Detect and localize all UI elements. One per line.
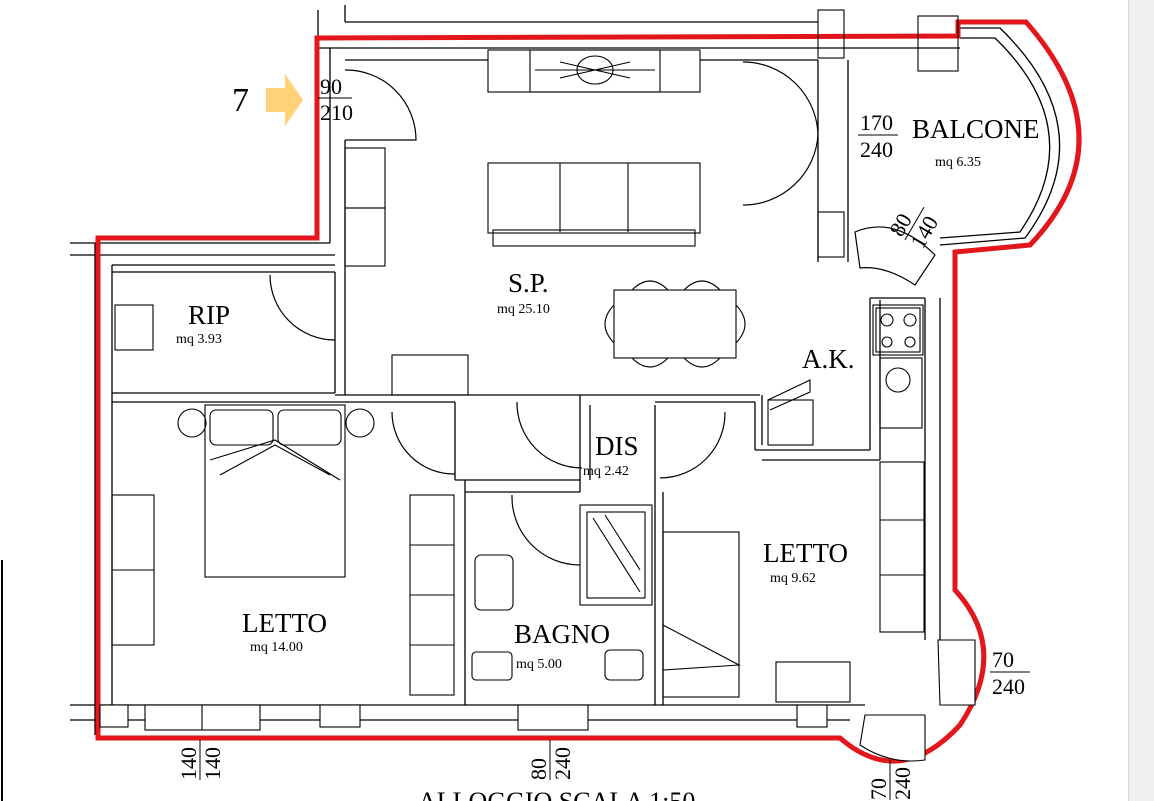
room-sp-name: S.P. <box>508 268 549 298</box>
room-letto-right-name: LETTO <box>763 538 848 568</box>
room-ak-name: A.K. <box>802 344 855 374</box>
room-dis-area: mq 2.42 <box>583 464 629 479</box>
balcony-outline <box>939 27 1061 246</box>
svg-text:70: 70 <box>992 647 1014 672</box>
room-balcone-area: mq 6.35 <box>935 155 981 170</box>
svg-text:170: 170 <box>860 110 893 135</box>
room-dis-name: DIS <box>595 431 639 461</box>
room-letto-right-area: mq 9.62 <box>770 571 816 586</box>
plan-title: ALLOGGIO SCALA 1:50 <box>418 787 695 801</box>
room-letto-left-area: mq 14.00 <box>250 640 303 655</box>
dimension-kitchen-window: 80 140 <box>884 206 943 253</box>
doors <box>269 61 936 566</box>
unit-outline <box>95 19 1082 764</box>
dimension-right-window: 70 240 <box>990 647 1030 699</box>
dimension-bottom-left-window: 140 140 <box>176 740 225 780</box>
svg-text:140: 140 <box>905 211 943 252</box>
vertical-scrollbar[interactable] <box>1128 0 1154 801</box>
dimension-bottom-mid-window: 80 240 <box>526 740 575 780</box>
svg-text:140: 140 <box>200 747 225 780</box>
windows <box>99 639 976 762</box>
dimension-bottom-right-window: 70 240 <box>866 760 915 800</box>
svg-text:240: 240 <box>860 137 893 162</box>
floor-plan: 7 S.P. mq 25.10 BALCONE mq 6.35 RIP mq 3… <box>1 5 1082 801</box>
dimension-entry-door: 90 210 <box>318 74 353 125</box>
svg-text:70: 70 <box>866 778 891 800</box>
svg-text:140: 140 <box>176 747 201 780</box>
svg-text:240: 240 <box>992 674 1025 699</box>
room-rip-name: RIP <box>188 300 230 330</box>
room-letto-left-name: LETTO <box>242 608 327 638</box>
furniture <box>111 9 959 703</box>
room-bagno-name: BAGNO <box>514 619 610 649</box>
dimension-balcony-door: 170 240 <box>858 110 898 162</box>
room-bagno-area: mq 5.00 <box>516 657 562 672</box>
svg-text:240: 240 <box>550 747 575 780</box>
svg-text:80: 80 <box>526 758 551 780</box>
svg-text:210: 210 <box>320 100 353 125</box>
unit-number: 7 <box>232 82 249 119</box>
room-rip-area: mq 3.93 <box>176 332 222 347</box>
entry-arrow-icon <box>266 74 303 126</box>
svg-text:240: 240 <box>890 767 915 800</box>
room-balcone-name: BALCONE <box>912 114 1040 144</box>
room-sp-area: mq 25.10 <box>497 302 550 317</box>
svg-text:90: 90 <box>320 74 342 99</box>
